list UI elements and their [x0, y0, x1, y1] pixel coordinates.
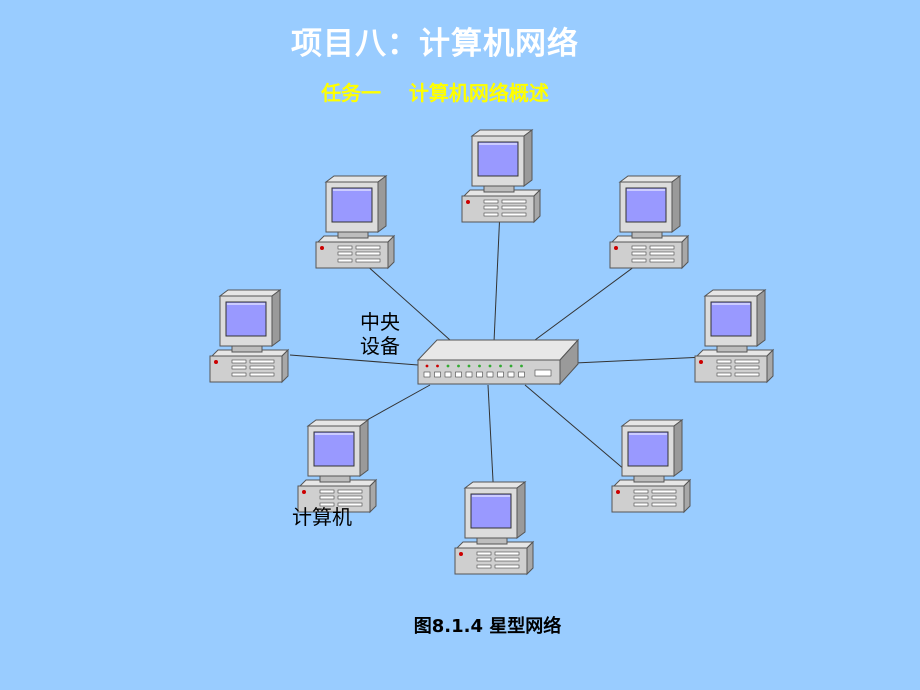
hub-status-leds — [425, 364, 523, 368]
slide-title: 项目八：计算机网络 — [291, 26, 579, 62]
central-hub — [416, 338, 580, 386]
hub-led — [499, 364, 502, 368]
hub-label-line1: 中央 — [360, 310, 400, 334]
hub-port — [455, 371, 462, 378]
link-bottom-right — [524, 384, 626, 471]
link-bottom — [487, 384, 495, 501]
link-right — [574, 356, 706, 364]
figure-caption: 图8.1.4 星型网络 — [413, 616, 562, 637]
hub-port — [423, 371, 431, 378]
hub-led — [520, 364, 523, 368]
hub-label: 中央 设备 — [360, 310, 400, 358]
connection-lines — [289, 209, 706, 501]
computer-left — [209, 289, 289, 383]
hub-led — [457, 364, 460, 368]
hub-port — [444, 371, 452, 378]
hub-port — [476, 371, 483, 378]
hub-led — [446, 364, 450, 368]
hub-led — [509, 364, 513, 368]
computer-bottom-right — [611, 419, 691, 513]
hub-led — [467, 364, 471, 368]
hub-label-line2: 设备 — [360, 334, 400, 358]
hub-led — [488, 364, 492, 368]
hub-port — [486, 371, 494, 378]
hub-port — [465, 371, 473, 378]
hub-led — [436, 364, 439, 368]
computer-right — [694, 289, 774, 383]
hub-port — [434, 371, 441, 378]
link-top-right — [534, 254, 651, 341]
slide-subtitle: 任务一 计算机网络概述 — [321, 81, 549, 105]
hub-port — [518, 371, 525, 378]
computer-top-left — [315, 175, 395, 269]
link-top — [493, 209, 501, 343]
computer-label: 计算机 — [292, 505, 352, 529]
hub-port — [507, 371, 515, 378]
link-top-left — [354, 254, 451, 341]
link-left — [289, 354, 419, 366]
computer-top-right — [609, 175, 689, 269]
computer-top — [461, 129, 541, 223]
computer-bottom — [454, 481, 534, 575]
hub-ports — [423, 371, 525, 378]
hub-led — [425, 364, 429, 368]
computer-bottom-left — [297, 419, 377, 513]
hub-port — [497, 371, 504, 378]
hub-led — [478, 364, 481, 368]
